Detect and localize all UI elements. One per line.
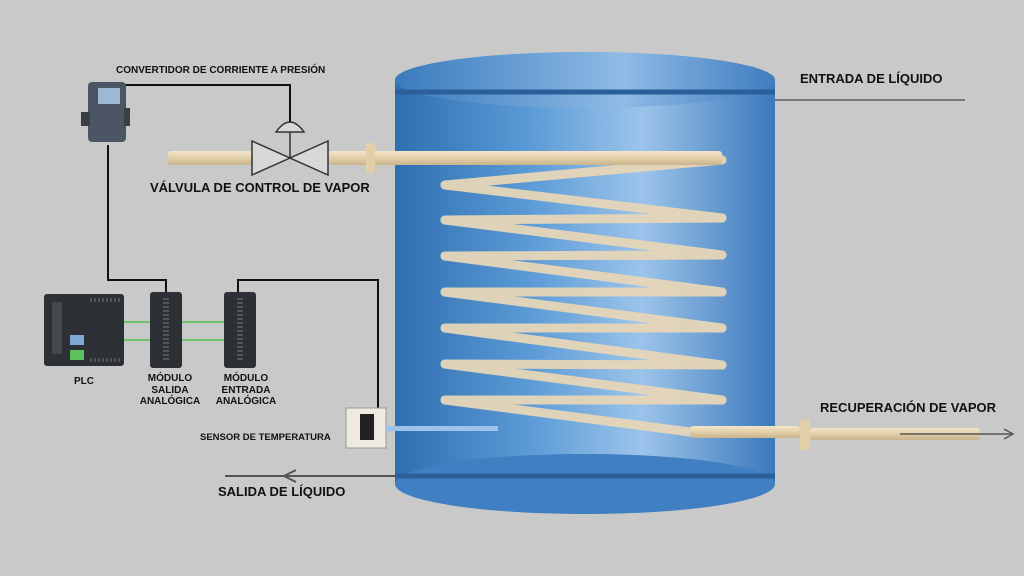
analog-input-line-1: MÓDULO: [223, 373, 269, 384]
control-valve-icon: [251, 121, 329, 177]
temperature-sensor-label: SENSOR DE TEMPERATURA: [200, 432, 331, 443]
steam-recovery-pipe: [690, 420, 1015, 450]
analog-input-line-3: ANALÓGICA: [215, 396, 277, 407]
signal-wires: [107, 84, 379, 408]
analog-output-line-3: ANALÓGICA: [139, 396, 201, 407]
analog-input-module-icon: [224, 292, 256, 368]
analog-input-module-label: MÓDULO ENTRADA ANALÓGICA: [216, 373, 277, 408]
steam-valve-label: VÁLVULA DE CONTROL DE VAPOR: [150, 180, 370, 195]
steam-recovery-label: RECUPERACIÓN DE VAPOR: [820, 400, 997, 415]
liquid-inlet-label: ENTRADA DE LÍQUIDO: [800, 71, 943, 86]
plc-label: PLC: [74, 376, 94, 387]
liquid-outlet-label: SALIDA DE LÍQUIDO: [218, 484, 346, 499]
analog-output-line-2: SALIDA: [151, 384, 189, 396]
analog-input-line-2: ENTRADA: [221, 384, 271, 396]
analog-output-line-1: MÓDULO: [147, 373, 193, 384]
tank: [395, 52, 775, 514]
liquid-outlet-arrow: [225, 469, 395, 483]
current-to-pressure-converter-icon: [81, 82, 130, 142]
plc-controller-icon: [44, 294, 124, 366]
analog-output-module-label: MÓDULO SALIDA ANALÓGICA: [140, 373, 201, 408]
converter-label: CONVERTIDOR DE CORRIENTE A PRESIÓN: [116, 65, 326, 76]
temperature-sensor-icon: [345, 407, 498, 449]
analog-output-module-icon: [150, 292, 182, 368]
steam-inlet-pipe: [168, 143, 722, 173]
